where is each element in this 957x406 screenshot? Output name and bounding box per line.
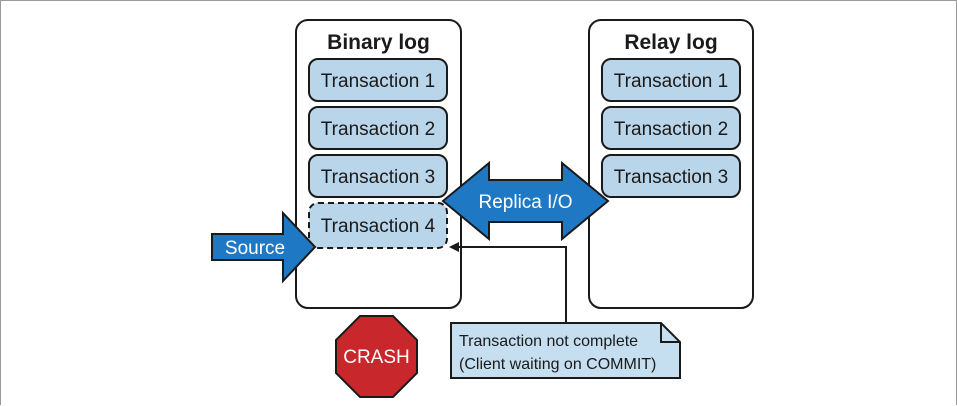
binary-log-transaction-2: Transaction 2: [308, 106, 448, 150]
crash-label: CRASH: [343, 347, 410, 368]
relay-log-title: Relay log: [624, 31, 717, 54]
crash-stop-sign: CRASH: [335, 315, 418, 398]
source-arrow: Source: [211, 210, 317, 284]
binary-log-transaction-label: Transaction 2: [321, 119, 435, 140]
replica-io-arrow: Replica I/O: [441, 160, 610, 242]
note-line-2: (Client waiting on COMMIT): [459, 356, 656, 373]
relay-log-transaction-1: Transaction 1: [601, 58, 741, 102]
incomplete-transaction-note: Transaction not complete (Client waiting…: [450, 322, 681, 379]
relay-log-transaction-label: Transaction 3: [614, 167, 728, 188]
source-label: Source: [225, 238, 285, 259]
binary-log-transaction-label: Transaction 4: [321, 216, 436, 237]
relay-log-transaction-label: Transaction 1: [614, 71, 728, 92]
binary-log-title: Binary log: [327, 31, 430, 54]
note-fold-corner: [660, 323, 680, 343]
replica-io-label: Replica I/O: [479, 192, 573, 213]
binary-log-transaction-1: Transaction 1: [308, 58, 448, 102]
relay-log-transaction-label: Transaction 2: [614, 119, 728, 140]
relay-log-transaction-2: Transaction 2: [601, 106, 741, 150]
binary-log-panel: Binary log Transaction 1 Transaction 2 T…: [295, 19, 462, 309]
note-line-1: Transaction not complete: [459, 333, 638, 350]
binary-log-transaction-4-incomplete: Transaction 4: [308, 202, 448, 249]
note-connector-arrow: [449, 242, 567, 323]
relay-log-transaction-3: Transaction 3: [601, 154, 741, 198]
binary-log-transaction-label: Transaction 3: [321, 167, 435, 188]
binary-log-transaction-3: Transaction 3: [308, 154, 448, 198]
relay-log-panel: Relay log Transaction 1 Transaction 2 Tr…: [588, 19, 754, 309]
binary-log-transaction-label: Transaction 1: [321, 71, 435, 92]
